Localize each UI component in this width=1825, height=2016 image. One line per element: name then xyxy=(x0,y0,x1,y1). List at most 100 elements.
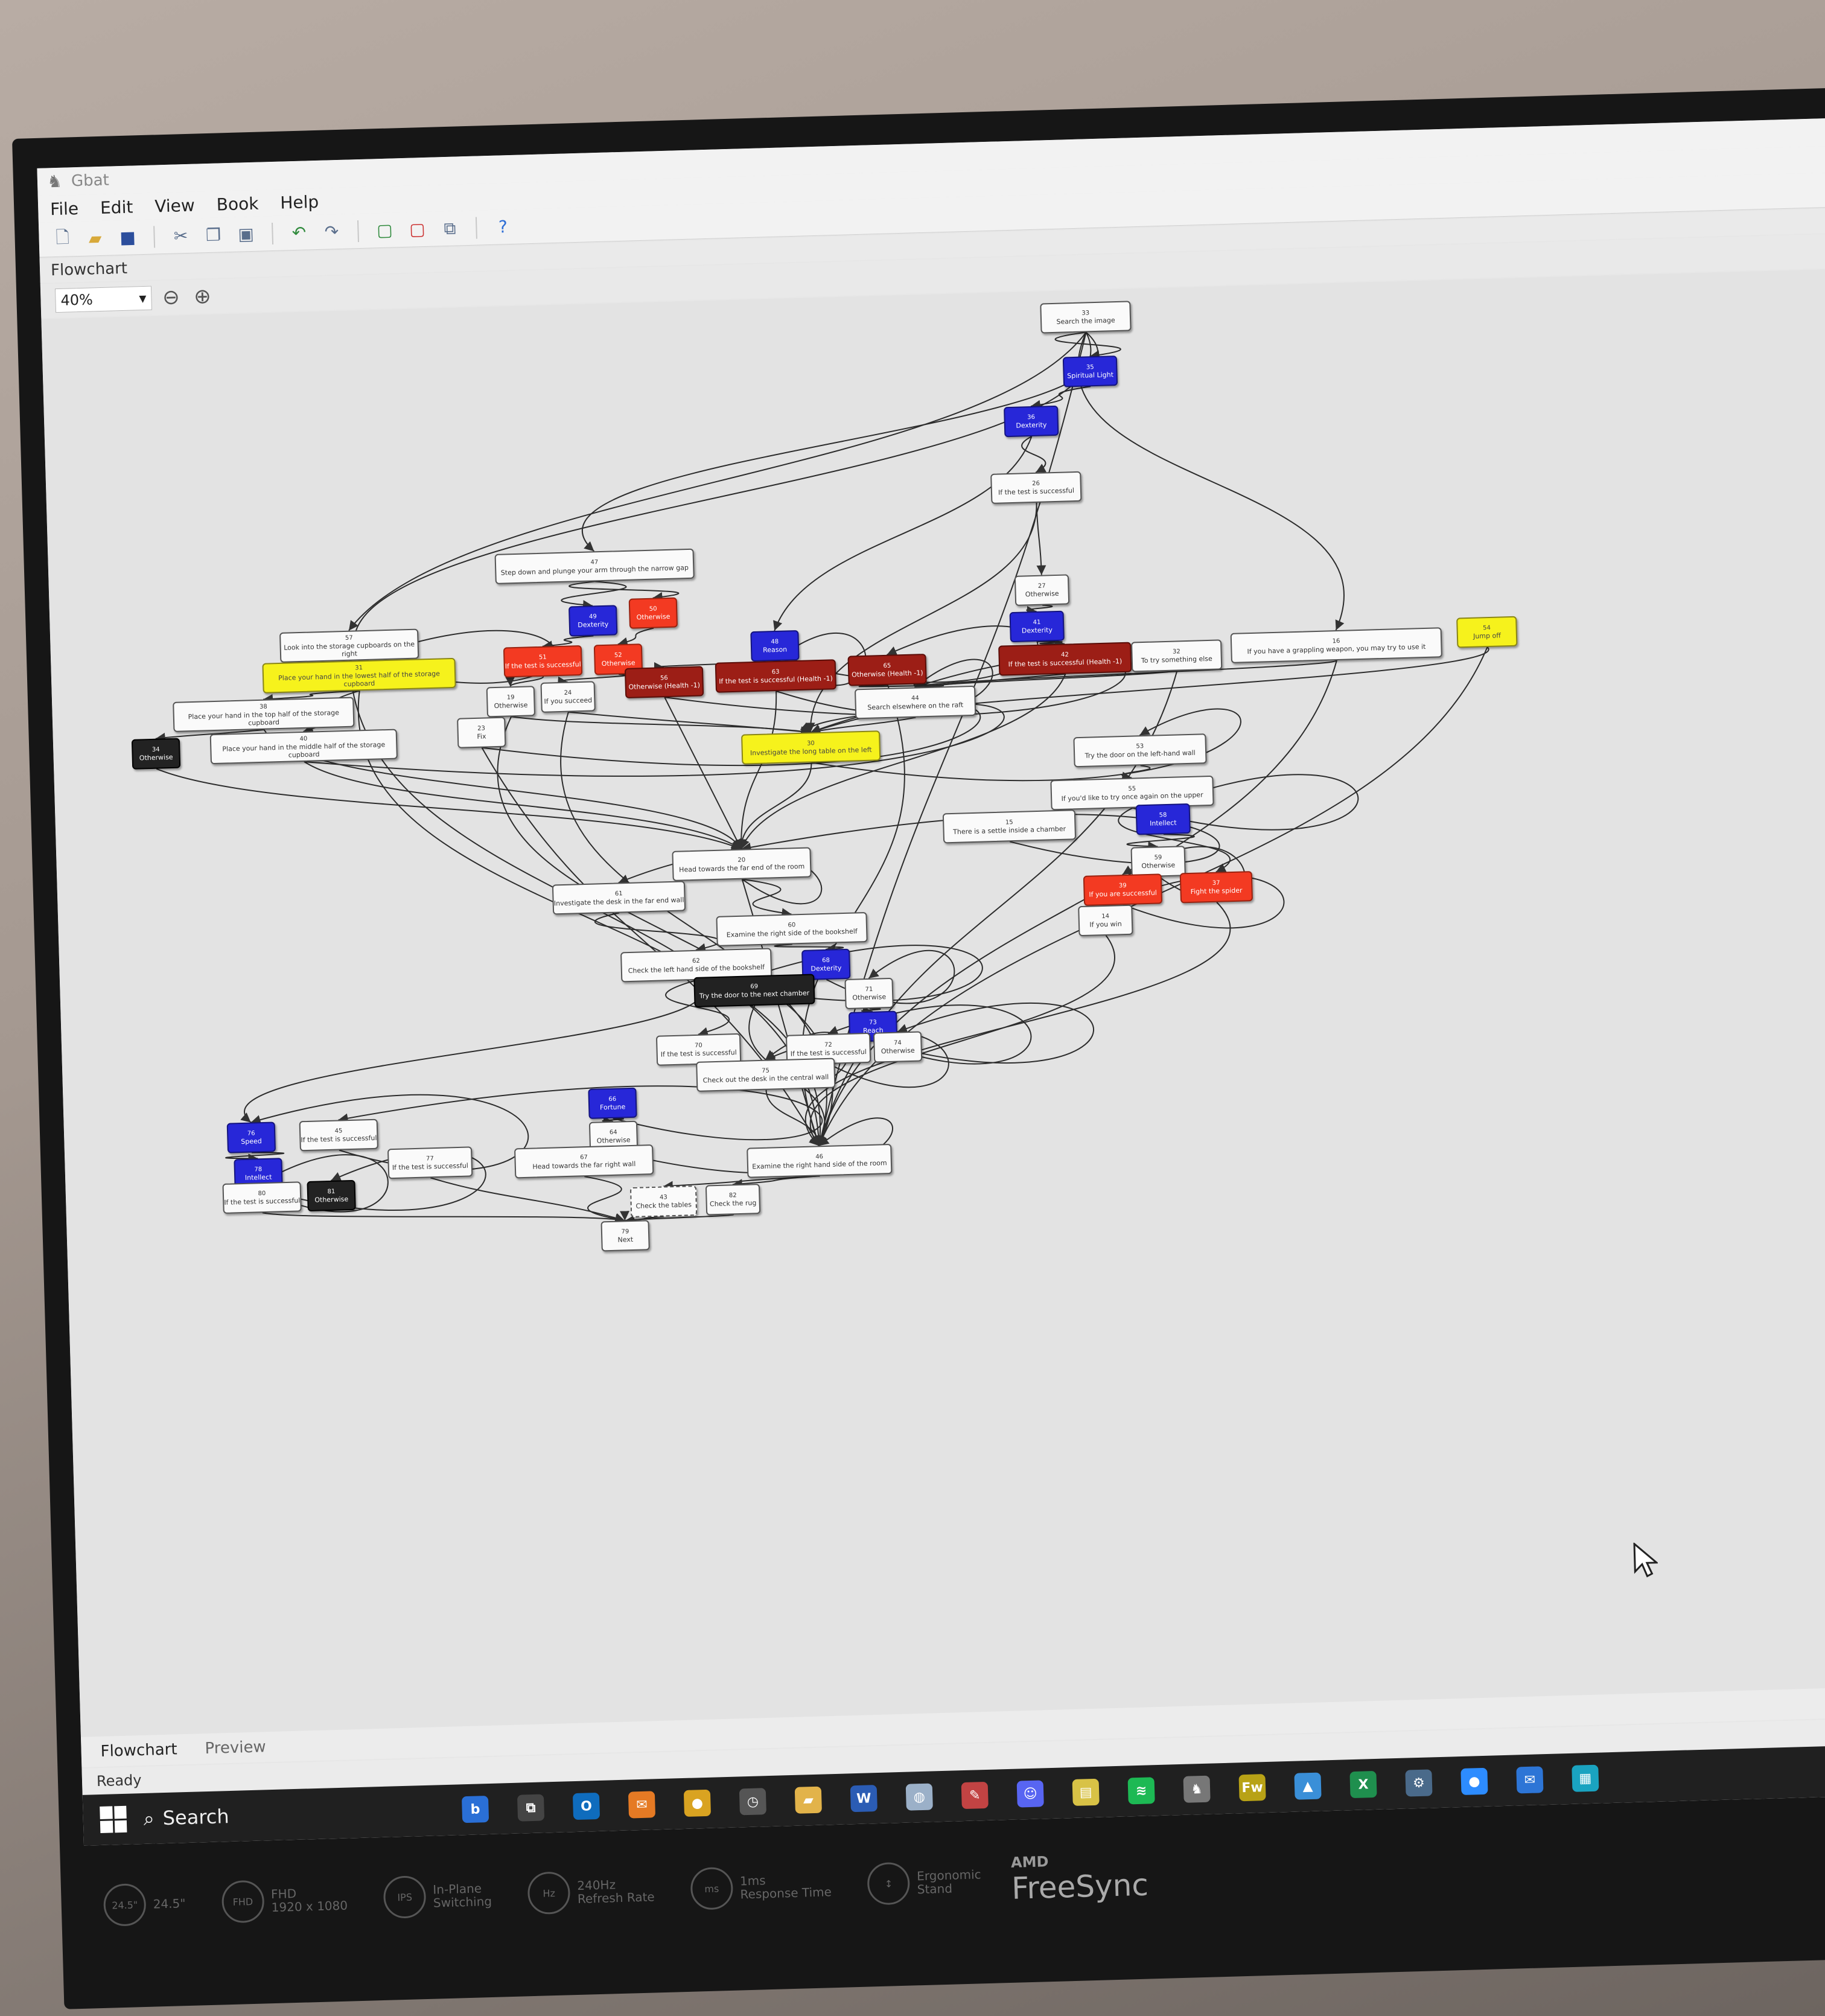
link-nodes-icon[interactable]: ⧉ xyxy=(443,218,456,238)
photos-icon[interactable]: ▲ xyxy=(1294,1772,1322,1800)
flow-node-label: Otherwise (Health -1) xyxy=(628,681,701,691)
gbat-icon[interactable]: ♞ xyxy=(1183,1775,1211,1803)
clock-icon[interactable]: ◷ xyxy=(739,1788,767,1816)
bing-icon[interactable]: b xyxy=(461,1796,489,1823)
paint-icon[interactable]: ✎ xyxy=(961,1781,989,1810)
help-icon[interactable]: ? xyxy=(498,217,508,237)
add-node-icon[interactable]: ▢ xyxy=(376,220,393,241)
new-file-icon[interactable]: 🗋 xyxy=(55,226,70,247)
word-icon[interactable]: W xyxy=(850,1785,877,1813)
menu-edit[interactable]: Edit xyxy=(100,196,133,218)
open-folder-icon[interactable]: ▰ xyxy=(88,228,102,249)
zoom-icon[interactable]: ● xyxy=(1460,1767,1488,1796)
cut-icon[interactable]: ✂ xyxy=(173,225,188,246)
menu-file[interactable]: File xyxy=(49,198,79,219)
taskbar-search[interactable]: ⌕ Search xyxy=(143,1794,421,1836)
excel-icon[interactable]: X xyxy=(1349,1770,1377,1799)
fireworks-icon[interactable]: Fw xyxy=(1238,1774,1266,1802)
mail-icon[interactable]: ✉ xyxy=(628,1791,656,1819)
zoom-level-select[interactable]: 40% ▾ xyxy=(54,285,153,313)
tab-preview[interactable]: Preview xyxy=(205,1738,267,1758)
undo-icon[interactable]: ↶ xyxy=(291,222,307,243)
copy-icon[interactable]: ❐ xyxy=(205,225,221,246)
task-view-icon[interactable]: ⧉ xyxy=(517,1794,545,1822)
steam-icon[interactable]: ⚙ xyxy=(1405,1769,1433,1797)
browser-icon[interactable]: ◍ xyxy=(905,1783,933,1811)
zoom-out-icon[interactable]: ⊖ xyxy=(162,285,180,310)
outlook-icon[interactable]: O xyxy=(572,1792,600,1820)
menu-view[interactable]: View xyxy=(154,195,196,216)
notes-icon[interactable]: ▤ xyxy=(1072,1778,1100,1806)
mail-app-icon[interactable]: ✉ xyxy=(1516,1766,1544,1794)
zoom-in-icon[interactable]: ⊕ xyxy=(193,284,212,309)
menu-help[interactable]: Help xyxy=(279,191,319,213)
windows-start-icon[interactable] xyxy=(100,1805,127,1834)
store-icon[interactable]: ▦ xyxy=(1572,1764,1599,1792)
paste-icon[interactable]: ▣ xyxy=(237,223,255,244)
tab-flowchart[interactable]: Flowchart xyxy=(100,1740,177,1761)
menu-book[interactable]: Book xyxy=(216,193,259,215)
discord-icon[interactable]: ☺ xyxy=(1016,1780,1044,1808)
delete-node-icon[interactable]: ▢ xyxy=(409,219,426,240)
save-icon[interactable]: ■ xyxy=(119,227,136,248)
spotify-icon[interactable]: ≋ xyxy=(1127,1777,1155,1805)
redo-icon[interactable]: ↷ xyxy=(324,221,339,242)
chrome-icon[interactable]: ● xyxy=(683,1789,712,1817)
file-explorer-icon[interactable]: ▰ xyxy=(794,1786,822,1814)
